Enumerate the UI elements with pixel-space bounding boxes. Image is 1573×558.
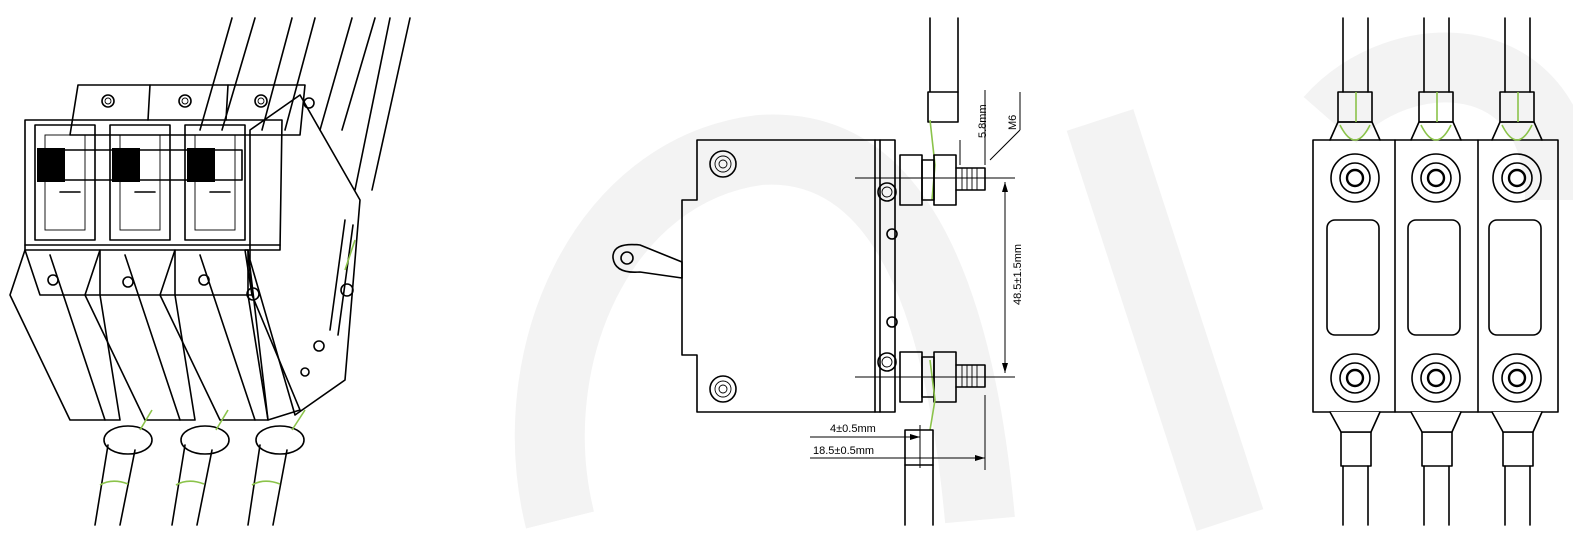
stud-length-label: 5.8mm (977, 104, 989, 138)
toggle-lever (612, 243, 683, 279)
top-plate (69, 84, 306, 136)
front-view (1312, 17, 1559, 526)
side-bottom-wire (904, 429, 934, 526)
top-wires (199, 17, 411, 191)
breaker-poles (24, 119, 283, 296)
dimension-lines (810, 90, 1021, 470)
side-body-outline (681, 139, 898, 413)
washer-thickness-label: 4±0.5mm (830, 423, 876, 435)
side-top-wire (927, 17, 959, 123)
terminal-depth-label: 18.5±0.5mm (813, 445, 874, 457)
front-pole-1 (1326, 17, 1381, 526)
bottom-wires (94, 239, 356, 526)
front-pole-2 (1407, 17, 1462, 526)
side-view: M6 5.8mm 48.5±1.5mm 4±0.5mm 18.5±0.5mm (612, 17, 1024, 526)
upper-stud (899, 154, 986, 206)
front-lower-lugs (1329, 411, 1543, 433)
thread-label: M6 (1007, 115, 1019, 130)
side-body (246, 94, 361, 416)
lower-body (9, 249, 301, 421)
isometric-view (9, 17, 411, 526)
stud-spacing-label: 48.5±1.5mm (1012, 244, 1024, 305)
front-pole-3 (1488, 17, 1543, 526)
